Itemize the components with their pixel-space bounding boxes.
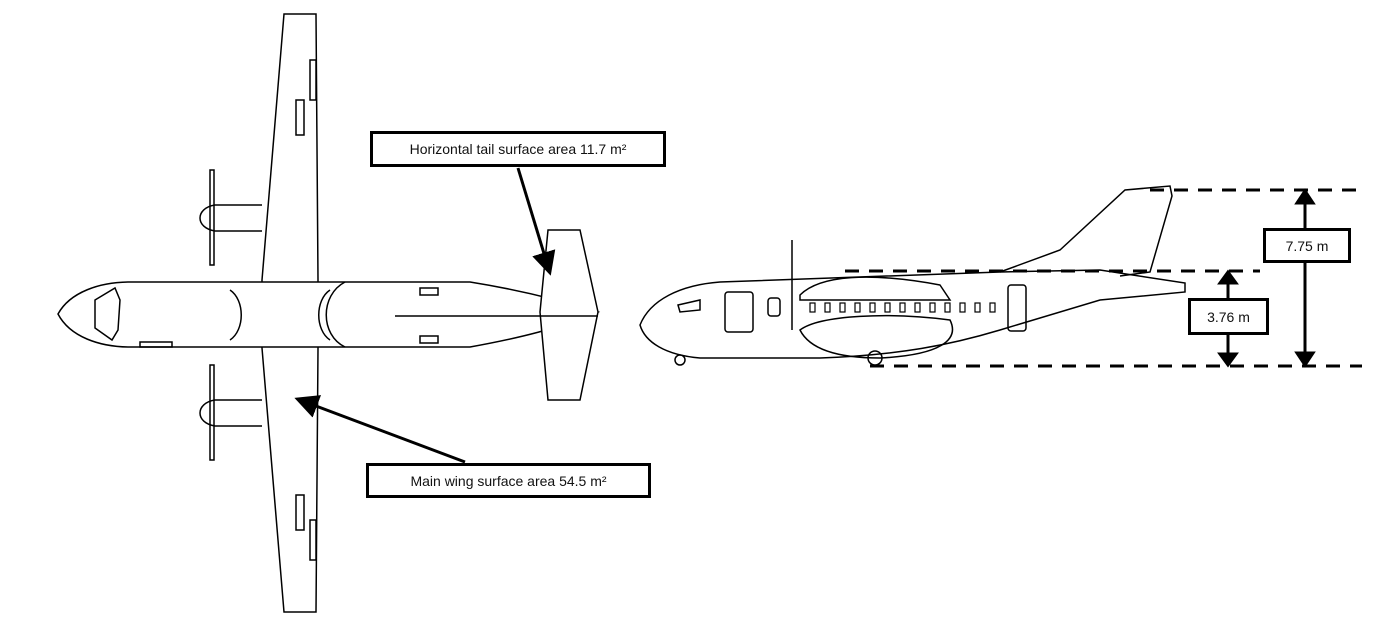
horizontal-tail-label: Horizontal tail surface area 11.7 m² bbox=[370, 131, 666, 167]
total-height-label: 7.75 m bbox=[1263, 228, 1351, 263]
side-view-vertical-tail bbox=[999, 185, 1173, 277]
callout-arrow-tail bbox=[516, 167, 556, 276]
side-view-fuselage bbox=[639, 269, 1186, 359]
engine-right bbox=[199, 399, 262, 427]
callout-arrow-wing bbox=[294, 395, 466, 464]
side-view-aircraft bbox=[639, 185, 1186, 366]
engine-left bbox=[199, 204, 262, 232]
top-view-aircraft bbox=[57, 13, 601, 613]
top-view-horizontal-tail bbox=[539, 229, 599, 401]
main-wing-label: Main wing surface area 54.5 m² bbox=[366, 463, 651, 498]
fuselage-height-label: 3.76 m bbox=[1188, 298, 1269, 335]
windows-row bbox=[809, 302, 996, 313]
propeller-left bbox=[209, 169, 215, 266]
propeller-right bbox=[209, 364, 215, 461]
